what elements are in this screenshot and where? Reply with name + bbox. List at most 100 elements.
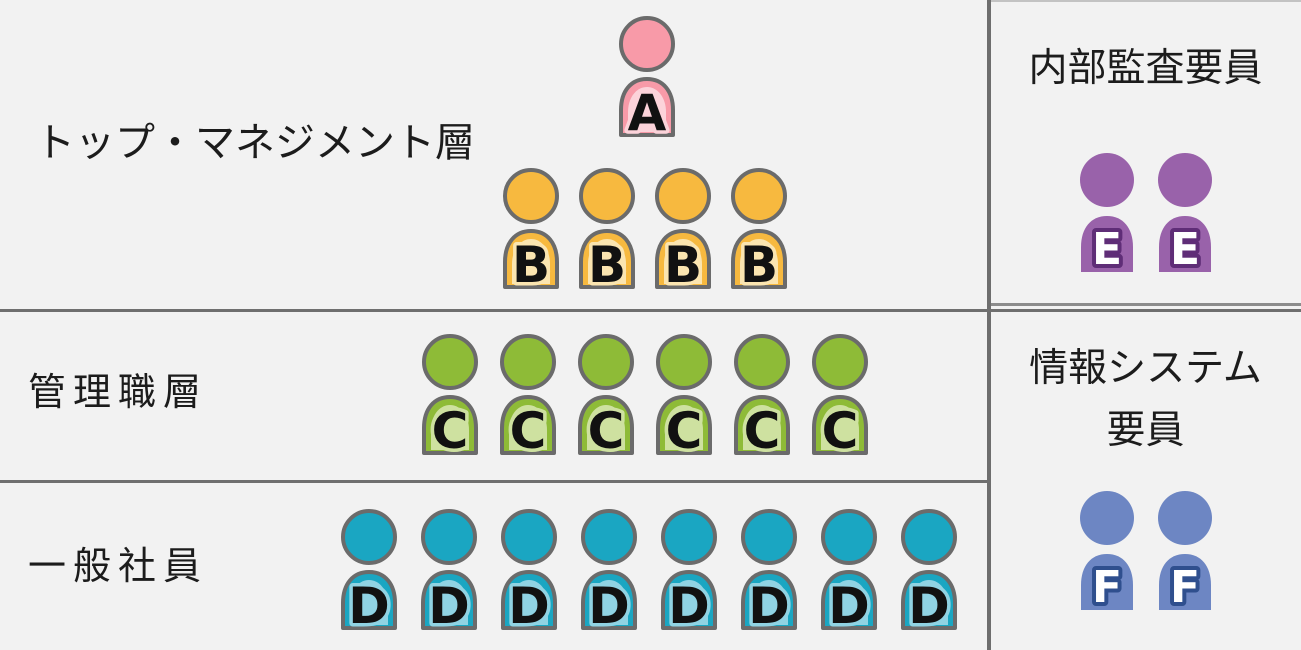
person-letter: D [508,577,550,630]
person-letter: D [428,577,470,630]
person-letter: C [744,402,781,455]
person-icon-c: C [732,333,792,464]
person-letter: D [348,577,390,630]
person-body-highlight [509,405,547,450]
person-letter: B [588,236,626,289]
person-head [1080,153,1134,207]
person-icon-d: D [819,508,879,639]
person-head [619,16,675,72]
person-body-highlight [664,239,702,284]
person-head [731,168,787,224]
person-icon-b: B [577,167,637,298]
person-body-highlight [588,239,626,284]
information-system-label-line2: 要員 [1106,409,1185,452]
person-icon-d: D [659,508,719,639]
person-body-highlight [910,580,948,625]
person-group-a: A [617,15,677,146]
person-letter: E [1170,224,1200,274]
person-letter: F [1092,562,1122,612]
person-head [341,509,397,565]
person-head [503,168,559,224]
information-system-label-line1: 情報システム [1029,347,1262,390]
person-letter: E [1092,224,1122,274]
person-letter: A [628,84,667,137]
person-head [501,509,557,565]
person-head [500,334,556,390]
person-head [1158,491,1212,545]
person-head [661,509,717,565]
person-letter: D [668,577,710,630]
person-head [812,334,868,390]
person-head [901,509,957,565]
person-icon-d: D [739,508,799,639]
information-system-label: 情報システム 要員 [990,338,1301,462]
person-icon-c: C [810,333,870,464]
general-staff-label: 一般社員 [28,546,209,588]
person-body-highlight [830,580,868,625]
person-head [734,334,790,390]
person-icon-c: C [576,333,636,464]
person-icon-f: F [1077,490,1137,617]
person-body-highlight [590,580,628,625]
person-body-highlight [740,239,778,284]
person-head [581,509,637,565]
person-letter: D [588,577,630,630]
person-icon-d: D [579,508,639,639]
right-panel-divider [991,303,1301,306]
person-letter: F [1170,562,1200,612]
person-letter: C [432,402,469,455]
person-body-highlight [750,580,788,625]
person-letter: D [828,577,870,630]
person-body-highlight [430,580,468,625]
person-letter: B [740,236,778,289]
middle-management-label: 管理職層 [28,372,209,414]
person-icon-e: E [1077,152,1137,279]
horizontal-divider-bottom [0,480,990,483]
person-letter: B [512,236,550,289]
person-head [1158,153,1212,207]
person-icon-a: A [617,15,677,146]
person-head [421,509,477,565]
person-body-highlight [670,580,708,625]
person-body-highlight [628,87,666,132]
person-icon-d: D [499,508,559,639]
internal-audit-label: 内部監査要員 [1028,47,1263,90]
person-head [741,509,797,565]
person-body-highlight [350,580,388,625]
person-body-highlight [743,405,781,450]
person-letter: B [664,236,702,289]
horizontal-divider-top [0,309,1301,312]
person-body [1159,554,1211,610]
person-body-highlight [512,239,550,284]
person-head [579,168,635,224]
person-icon-c: C [498,333,558,464]
person-letter: D [748,577,790,630]
person-head [656,334,712,390]
vertical-divider [987,0,991,650]
person-icon-d: D [419,508,479,639]
person-body-highlight [510,580,548,625]
person-body-highlight [665,405,703,450]
person-letter: C [822,402,859,455]
person-head [1080,491,1134,545]
person-letter: C [510,402,547,455]
top-management-label: トップ・マネジメント層 [35,121,475,165]
person-body-highlight [431,405,469,450]
person-body [1081,216,1133,272]
person-head [578,334,634,390]
person-letter: D [908,577,950,630]
person-head [821,509,877,565]
person-icon-b: B [653,167,713,298]
person-icon-f: F [1155,490,1215,617]
person-body-highlight [587,405,625,450]
person-letter: C [588,402,625,455]
person-icon-d: D [339,508,399,639]
